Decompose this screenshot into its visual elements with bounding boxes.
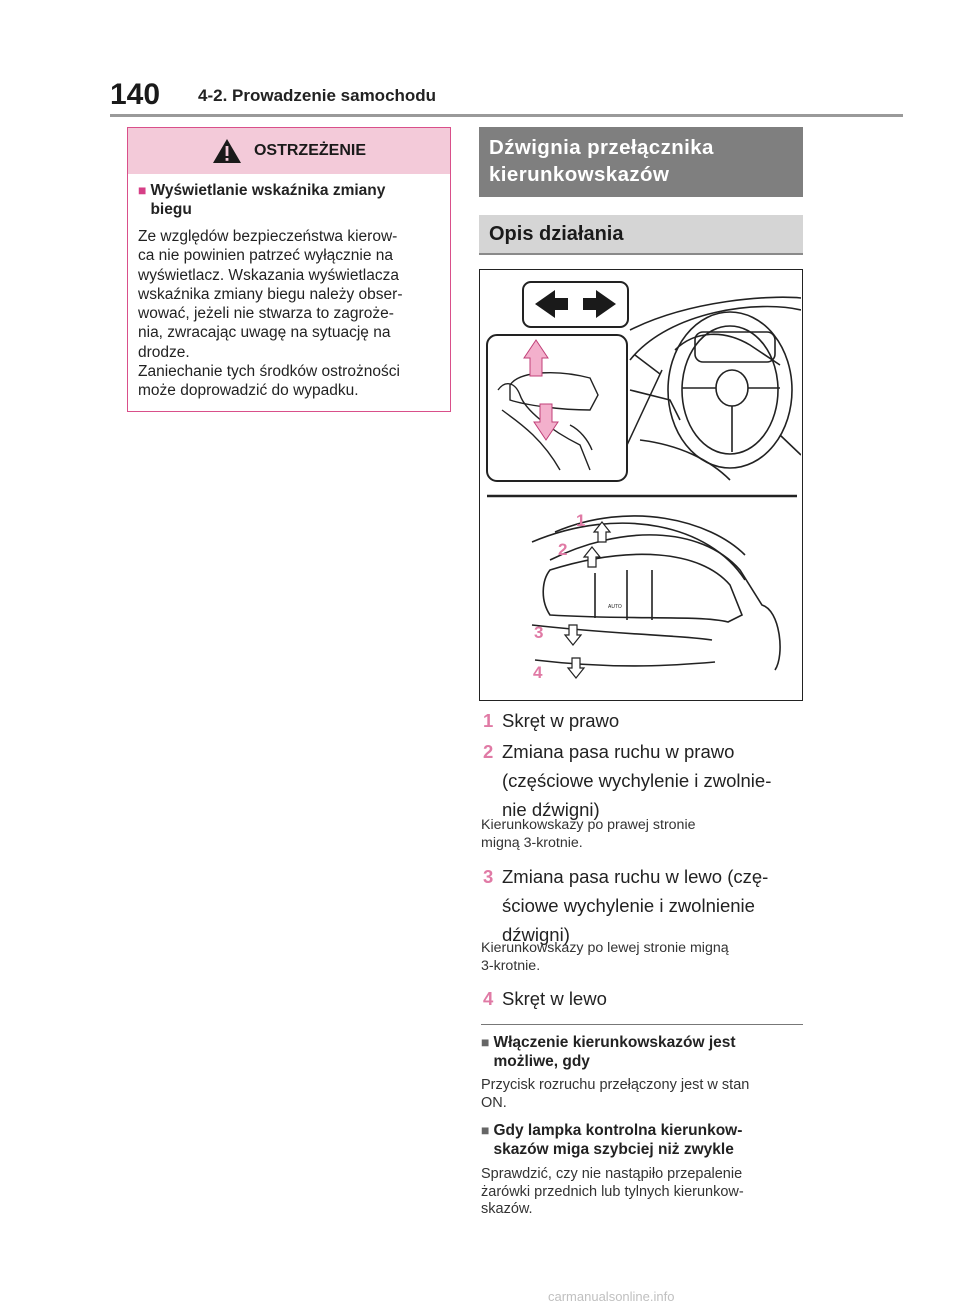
list-item: 1 Skręt w prawo xyxy=(483,708,813,733)
info-heading: ■ Gdy lampka kontrolna kierunkow- skazów… xyxy=(481,1121,803,1159)
item-number: 4 xyxy=(483,988,494,1009)
bullet-square-icon: ■ xyxy=(481,1034,490,1050)
item-text: nie dźwigni) xyxy=(502,799,600,820)
callout-number: 4 xyxy=(533,663,543,682)
warning-line: ca nie powinien patrzeć wyłącznie na xyxy=(138,247,394,265)
note-line: migną 3-krotnie. xyxy=(481,834,583,851)
warning-line: Ze względów bezpieczeństwa kierow- xyxy=(138,228,398,245)
warning-title: OSTRZEŻENIE xyxy=(253,142,366,159)
warning-subtitle-line: biegu xyxy=(150,201,192,218)
item-text: Skręt w lewo xyxy=(502,988,607,1009)
info-heading-line: Gdy lampka kontrolna kierunkow- xyxy=(493,1122,743,1139)
arrow-down-icon xyxy=(533,403,559,441)
item-number: 2 xyxy=(483,741,494,762)
section-heading-line: Dźwignia przełącznika xyxy=(489,136,714,159)
item-text: (częściowe wychylenie i zwolnie- xyxy=(502,770,772,791)
info-body-line: żarówki przednich lub tylnych kierunkow- xyxy=(481,1183,744,1200)
item-note: Kierunkowskazy po lewej stronie migną 3-… xyxy=(481,940,805,975)
info-body-line: skazów. xyxy=(481,1201,533,1217)
warning-line: wskaźnika zmiany biegu należy obser- xyxy=(138,285,403,303)
warning-subtitle-line: Wyświetlanie wskaźnika zmiany xyxy=(150,182,386,199)
info-body: Sprawdzić, czy nie nastąpiło przepalenie… xyxy=(481,1166,805,1219)
info-body-line: Przycisk rozruchu przełączony jest w sta… xyxy=(481,1077,750,1093)
list-item: 3 Zmiana pasa ruchu w lewo (czę- ściowe … xyxy=(483,864,813,947)
lever-auto-label: AUTO xyxy=(608,604,622,610)
item-text: dźwigni) xyxy=(502,924,570,945)
note-line: Kierunkowskazy po prawej stronie xyxy=(481,817,696,833)
info-body: Przycisk rozruchu przełączony jest w sta… xyxy=(481,1077,805,1112)
item-text: ściowe wychylenie i zwolnienie xyxy=(502,895,755,916)
pointer-line xyxy=(634,354,661,375)
warning-line: wować, jeżeli nie stwarza to zagroże- xyxy=(138,305,394,323)
warning-line: nia, zwracając uwagę na sytuację na xyxy=(138,324,391,342)
warning-line: Zaniechanie tych środków ostrożności xyxy=(138,363,400,381)
illustration-svg: AUTO 1 2 3 4 xyxy=(486,281,801,682)
item-number: 3 xyxy=(483,866,494,887)
bullet-square-icon: ■ xyxy=(138,182,147,198)
turn-signal-illustration: AUTO 1 2 3 4 xyxy=(479,269,803,701)
info-body-line: Sprawdzić, czy nie nastąpiło przepalenie xyxy=(481,1166,743,1182)
info-heading-line: Włączenie kierunkowskazów jest xyxy=(493,1034,736,1051)
warning-body: Ze względów bezpieczeństwa kierow- ca ni… xyxy=(128,219,450,401)
warning-triangle-icon xyxy=(212,139,241,163)
info-body-line: ON. xyxy=(481,1094,507,1111)
callout-number: 2 xyxy=(558,540,567,559)
list-item: 4 Skręt w lewo xyxy=(483,986,813,1011)
arrow-up-icon xyxy=(523,339,549,377)
item-text: Skręt w prawo xyxy=(502,710,620,731)
section-heading: Dźwignia przełącznika kierunkowskazów xyxy=(479,127,803,197)
warning-subtitle: ■ Wyświetlanie wskaźnika zmiany biegu xyxy=(128,174,450,219)
list-item: 2 Zmiana pasa ruchu w prawo (częściowe w… xyxy=(483,739,813,822)
item-number: 1 xyxy=(483,710,494,731)
steering-wheel-drawing xyxy=(629,296,801,481)
sub-heading: Opis działania xyxy=(479,215,803,255)
arrows-callout-box xyxy=(522,281,629,328)
info-heading: ■ Włączenie kierunkowskazów jest możliwe… xyxy=(481,1033,803,1071)
divider-line xyxy=(481,1024,803,1025)
page-number: 140 xyxy=(110,78,161,111)
callout-number: 3 xyxy=(534,623,543,642)
item-text: Zmiana pasa ruchu w lewo (czę- xyxy=(502,866,769,887)
lever-drawing xyxy=(531,515,781,671)
watermark-footer: carmanualsonline.info xyxy=(548,1289,675,1304)
callout-number: 1 xyxy=(576,511,585,530)
section-title: 4-2. Prowadzenie samochodu xyxy=(198,86,437,105)
arrow-down-icon xyxy=(566,657,586,679)
warning-line: drodze. xyxy=(138,343,190,361)
item-note: Kierunkowskazy po prawej stronie migną 3… xyxy=(481,817,805,852)
warning-box: OSTRZEŻENIE ■ Wyświetlanie wskaźnika zmi… xyxy=(127,127,451,412)
warning-line: wyświetlacz. Wskazania wyświetlacza xyxy=(138,266,399,284)
note-line: Kierunkowskazy po lewej stronie migną xyxy=(481,940,729,956)
warning-header: OSTRZEŻENIE xyxy=(128,128,450,174)
section-heading-line: kierunkowskazów xyxy=(489,163,670,186)
arrow-down-icon xyxy=(563,624,583,646)
bullet-square-icon: ■ xyxy=(481,1122,490,1138)
left-arrow-icon xyxy=(535,290,568,318)
arrow-up-icon xyxy=(582,546,602,568)
arrow-up-icon xyxy=(592,521,612,543)
warning-line: może doprowadzić do wypadku. xyxy=(138,382,359,400)
info-heading-line: skazów miga szybciej niż zwykle xyxy=(493,1141,734,1158)
right-arrow-icon xyxy=(583,290,616,318)
item-text: Zmiana pasa ruchu w prawo xyxy=(502,741,735,762)
header-rule xyxy=(110,114,903,117)
info-heading-line: możliwe, gdy xyxy=(493,1053,590,1070)
note-line: 3-krotnie. xyxy=(481,957,541,974)
